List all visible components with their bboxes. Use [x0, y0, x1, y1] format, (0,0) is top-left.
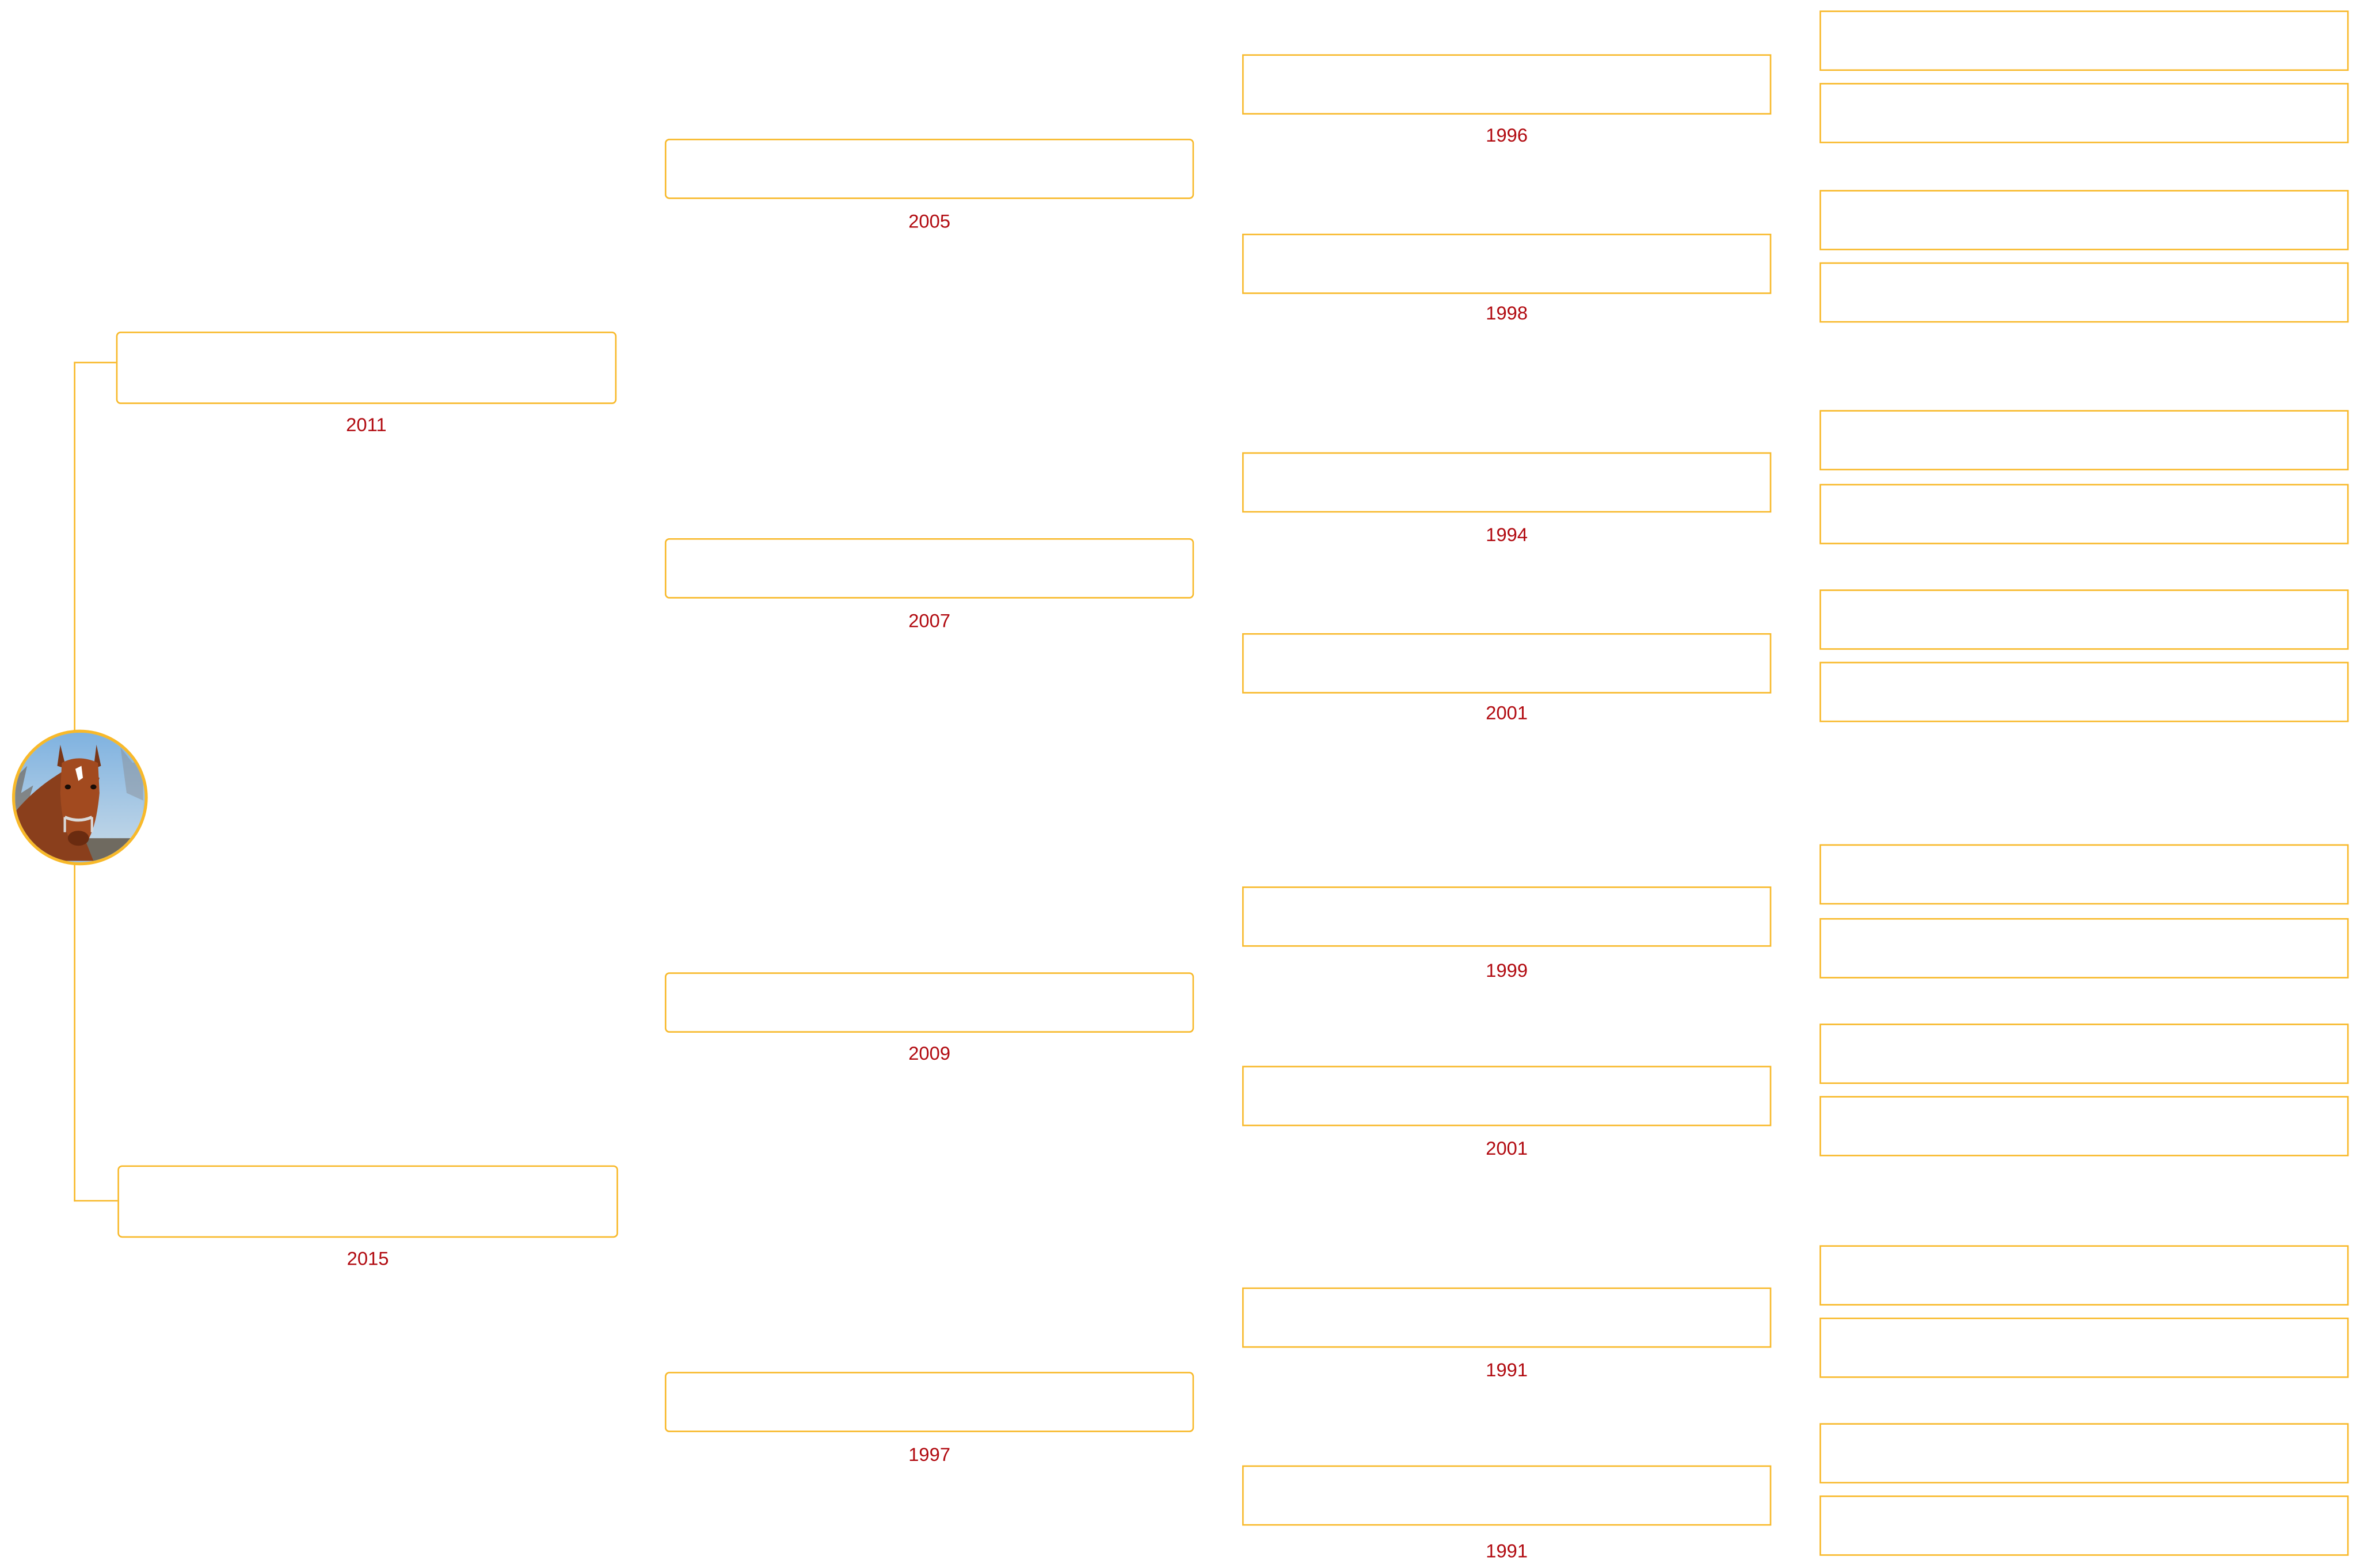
grandparent-year-2: 2007: [908, 610, 951, 632]
great-grandparent-year-2: 1998: [1486, 303, 1528, 325]
connector-branch-sire: [74, 361, 116, 364]
gen4-box-4[interactable]: [1819, 262, 2349, 323]
great-grandparent-year-1: 1996: [1486, 125, 1528, 147]
gen4-box-16[interactable]: [1819, 1495, 2349, 1556]
parent-sire-year: 2011: [346, 414, 387, 436]
grandparent-box-1[interactable]: [664, 138, 1194, 199]
great-grandparent-year-7: 1991: [1486, 1360, 1528, 1381]
grandparent-box-2[interactable]: [664, 538, 1194, 599]
great-grandparent-year-3: 1994: [1486, 524, 1528, 546]
gen4-box-5[interactable]: [1819, 410, 2349, 471]
gen4-box-11[interactable]: [1819, 1023, 2349, 1084]
parent-dam-box[interactable]: [117, 1165, 618, 1238]
great-grandparent-box-5[interactable]: [1242, 886, 1772, 947]
connector-vertical-top: [74, 361, 76, 732]
gen4-box-7[interactable]: [1819, 589, 2349, 650]
great-grandparent-box-4[interactable]: [1242, 633, 1772, 694]
connector-vertical-bottom: [74, 863, 76, 1202]
great-grandparent-year-4: 2001: [1486, 702, 1528, 724]
subject-horse-photo[interactable]: [12, 729, 148, 866]
grandparent-year-3: 2009: [908, 1043, 951, 1065]
gen4-box-9[interactable]: [1819, 844, 2349, 905]
gen4-box-13[interactable]: [1819, 1245, 2349, 1306]
great-grandparent-year-8: 1991: [1486, 1540, 1528, 1562]
gen4-box-15[interactable]: [1819, 1423, 2349, 1484]
great-grandparent-year-6: 2001: [1486, 1138, 1528, 1160]
great-grandparent-box-8[interactable]: [1242, 1465, 1772, 1526]
grandparent-year-1: 2005: [908, 211, 951, 233]
connector-branch-dam: [74, 1200, 118, 1202]
great-grandparent-box-3[interactable]: [1242, 452, 1772, 513]
gen4-box-6[interactable]: [1819, 484, 2349, 545]
grandparent-box-4[interactable]: [664, 1372, 1194, 1433]
great-grandparent-year-5: 1999: [1486, 960, 1528, 981]
horse-head-icon: [15, 732, 143, 861]
gen4-box-2[interactable]: [1819, 83, 2349, 143]
gen4-box-14[interactable]: [1819, 1318, 2349, 1378]
great-grandparent-box-2[interactable]: [1242, 233, 1772, 294]
great-grandparent-box-1[interactable]: [1242, 54, 1772, 115]
gen4-box-8[interactable]: [1819, 661, 2349, 722]
great-grandparent-box-7[interactable]: [1242, 1287, 1772, 1348]
parent-dam-year: 2015: [347, 1248, 389, 1270]
great-grandparent-box-6[interactable]: [1242, 1065, 1772, 1126]
gen4-box-10[interactable]: [1819, 918, 2349, 979]
parent-sire-box[interactable]: [116, 332, 617, 404]
grandparent-year-4: 1997: [908, 1444, 951, 1466]
gen4-box-12[interactable]: [1819, 1096, 2349, 1156]
gen4-box-3[interactable]: [1819, 189, 2349, 250]
grandparent-box-3[interactable]: [664, 972, 1194, 1033]
gen4-box-1[interactable]: [1819, 10, 2349, 71]
